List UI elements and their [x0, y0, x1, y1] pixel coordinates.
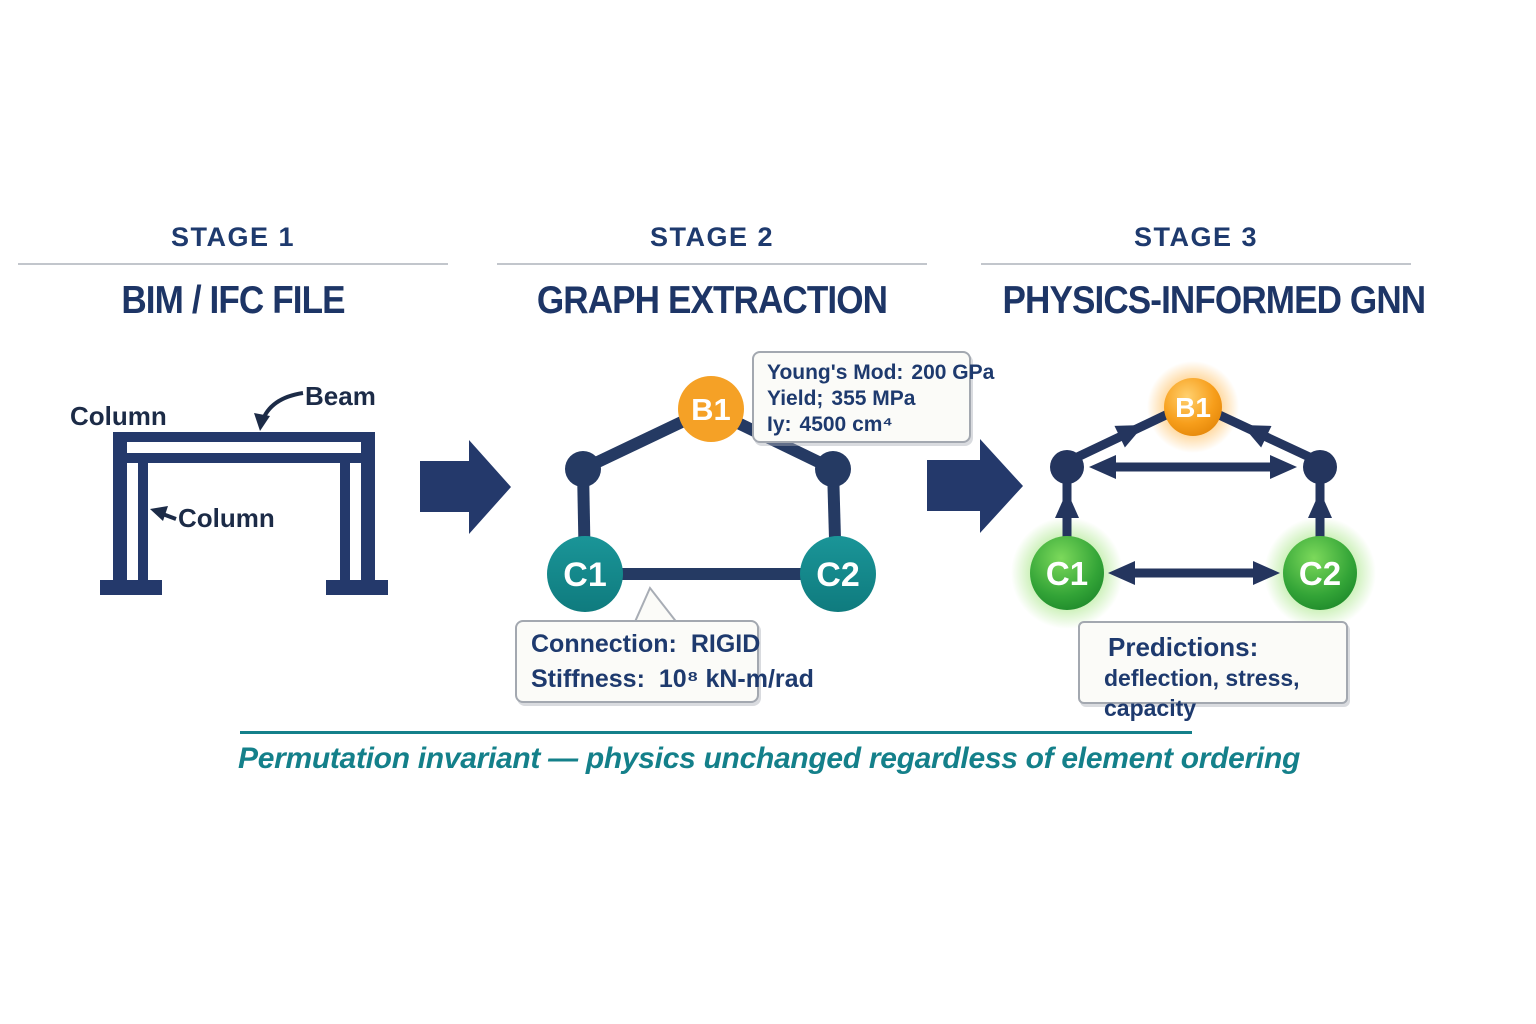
connection-label: Stiffness: — [531, 665, 645, 693]
element-properties-callout: Young's Mod: 200 GPa Yield; 355 MPa Iy: … — [752, 351, 994, 443]
stage2-joint-right — [815, 451, 851, 487]
stage2-node-c1-label: C1 — [563, 556, 606, 594]
stage2-title: GRAPH EXTRACTION — [536, 279, 888, 322]
frame-right-column-inner — [340, 463, 350, 582]
footer-caption: Permutation invariant — physics unchange… — [238, 742, 1300, 775]
stage2-node-b1-label: B1 — [691, 392, 731, 427]
connection-value: RIGID — [690, 630, 761, 658]
stage1-title: BIM / IFC FILE — [121, 279, 345, 322]
connection-properties-callout: Connection: RIGID Stiffness: 10⁸ kN-m/ra… — [515, 620, 814, 703]
column-annotation-arrow-icon — [150, 506, 177, 521]
element-prop-label: Young's Mod: — [767, 361, 904, 384]
arrowhead-bottom-right-icon — [1253, 561, 1280, 585]
frame-right-footing — [326, 580, 388, 595]
stage2-joint-left — [565, 451, 601, 487]
frame-left-footing — [100, 580, 162, 595]
predictions-items: deflection, stress, capacity — [1104, 665, 1300, 721]
stage3-underline — [981, 263, 1411, 265]
arrowhead-to-b1-left-icon — [1114, 425, 1144, 448]
column-label-top: Column — [70, 401, 167, 431]
stage3-header: STAGE 3 PHYSICS-INFORMED GNN — [981, 222, 1427, 323]
column-label-mid: Column — [178, 503, 275, 533]
stage2-underline — [497, 263, 927, 265]
predictions-title: Predictions: — [1108, 632, 1259, 662]
element-prop-label: Yield; — [767, 387, 824, 410]
stage3-node-c1-label: C1 — [1046, 555, 1088, 592]
element-prop-row: Yield; 355 MPa — [767, 386, 956, 412]
arrowhead-to-b1-right-icon — [1242, 425, 1272, 448]
arrowhead-c2-up-icon — [1308, 491, 1332, 518]
element-prop-row: Iy: 4500 cm⁴ — [767, 412, 956, 438]
frame-left-column-outer — [113, 432, 127, 582]
stage3-joint-left — [1050, 450, 1084, 484]
bim-frame-drawing — [100, 432, 388, 595]
stage2-node-c1 — [547, 536, 623, 612]
stage2-header: STAGE 2 GRAPH EXTRACTION — [497, 222, 927, 323]
connection-label: Connection: — [531, 630, 677, 658]
stage3-arrowheads — [1055, 425, 1332, 585]
stage3-node-b1 — [1164, 378, 1222, 436]
stage3-node-c2-label: C2 — [1299, 555, 1341, 592]
arrowhead-c1-up-icon — [1055, 491, 1079, 518]
element-prop-value: 4500 cm⁴ — [799, 413, 893, 436]
stage3-node-c2 — [1283, 536, 1357, 610]
footer-divider — [240, 731, 1192, 734]
stage1-to-stage2-arrow-icon — [420, 440, 511, 534]
stage2-node-b1 — [678, 376, 744, 442]
stage2-label: STAGE 2 — [649, 222, 775, 252]
stage3-label: STAGE 3 — [1133, 222, 1259, 252]
arrowhead-top-left-icon — [1089, 455, 1116, 479]
stage3-joint-right — [1303, 450, 1337, 484]
element-prop-label: Iy: — [767, 413, 792, 436]
connection-callout-tail — [632, 586, 681, 625]
stage1-underline — [18, 263, 448, 265]
stage2-node-c2 — [800, 536, 876, 612]
stage2-graph: B1 C1 C2 — [547, 376, 876, 625]
beam-label: Beam — [305, 381, 376, 411]
element-prop-value: 200 GPa — [911, 361, 995, 384]
stage3-title: PHYSICS-INFORMED GNN — [1002, 279, 1427, 322]
predictions-callout: Predictions: deflection, stress, capacit… — [1078, 621, 1348, 721]
arrowhead-bottom-left-icon — [1108, 561, 1135, 585]
beam-annotation-arrow-icon — [254, 391, 304, 431]
element-prop-row: Young's Mod: 200 GPa — [767, 360, 994, 386]
frame-beam-inner-gap — [126, 442, 362, 453]
stage1-header: STAGE 1 BIM / IFC FILE — [18, 222, 448, 323]
stage3-graph: B1 C1 C2 — [1011, 361, 1376, 629]
connection-row: Stiffness: 10⁸ kN-m/rad — [531, 662, 814, 697]
arrowhead-top-right-icon — [1270, 455, 1297, 479]
connection-value: 10⁸ kN-m/rad — [658, 665, 814, 693]
stage2-node-c2-label: C2 — [816, 556, 859, 594]
frame-left-column-inner — [138, 463, 148, 582]
element-prop-value: 355 MPa — [831, 387, 916, 410]
stage3-node-b1-label: B1 — [1175, 392, 1211, 423]
stage2-to-stage3-arrow-icon — [927, 439, 1023, 533]
stage1-label: STAGE 1 — [170, 222, 296, 252]
connection-row: Connection: RIGID — [531, 627, 760, 662]
stage3-node-c1 — [1030, 536, 1104, 610]
frame-right-column-outer — [361, 432, 375, 582]
